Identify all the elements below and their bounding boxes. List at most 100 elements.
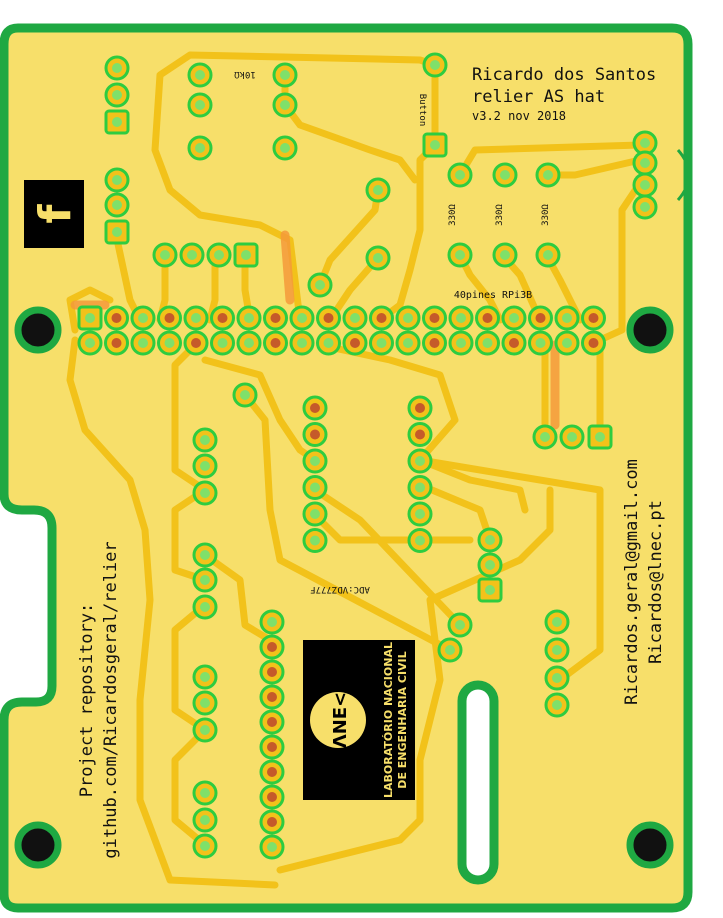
gpio-pin bbox=[183, 305, 209, 331]
header-pin bbox=[152, 242, 178, 268]
gpio-pin bbox=[289, 330, 315, 356]
lnec-logo-icon: ᐱNE< LABORATÓRIO NACIONAL DE ENGENHARIA … bbox=[303, 640, 415, 800]
header-pin bbox=[259, 734, 285, 760]
header-pin bbox=[544, 665, 570, 691]
connector-pin bbox=[632, 172, 658, 198]
pad bbox=[232, 382, 258, 408]
pad bbox=[187, 135, 213, 161]
gpio-pin bbox=[77, 305, 103, 331]
gpio-pin bbox=[157, 305, 182, 331]
gpio-pin bbox=[236, 330, 262, 356]
edge-arc bbox=[676, 149, 691, 201]
header-pin bbox=[192, 690, 218, 716]
adc-pin bbox=[407, 501, 433, 527]
connector-pin bbox=[632, 150, 658, 176]
gpio-pin bbox=[157, 330, 182, 356]
gpio-pin bbox=[263, 330, 288, 356]
gpio-pin bbox=[448, 330, 474, 356]
gpio-pin bbox=[475, 330, 500, 356]
gpio-pin bbox=[581, 330, 606, 356]
header-pin bbox=[206, 242, 232, 268]
gpio-pin bbox=[554, 305, 580, 331]
header-pin bbox=[233, 242, 259, 268]
lnec-mark: ᐱNE< bbox=[330, 692, 351, 748]
gpio-pin bbox=[554, 330, 580, 356]
button-pin bbox=[422, 132, 448, 158]
pad bbox=[447, 612, 473, 638]
gpio-pin bbox=[130, 330, 156, 356]
resistor-pin bbox=[535, 242, 561, 268]
gpio-pin bbox=[501, 330, 527, 356]
author-text: Ricardo dos Santos bbox=[472, 65, 656, 85]
pad bbox=[187, 62, 213, 88]
adc-pin bbox=[302, 422, 328, 447]
header-pin bbox=[192, 453, 218, 479]
gpio-pin bbox=[448, 305, 474, 331]
gpio-pin bbox=[422, 305, 447, 331]
header-pin bbox=[192, 594, 218, 620]
resistor-330-label-2: 330Ω bbox=[495, 204, 505, 226]
gpio-pin bbox=[395, 305, 421, 331]
gpio-pin bbox=[342, 305, 368, 331]
lnec-name-line2: DE ENGENHARIA CIVIL bbox=[396, 651, 409, 788]
resistor-pin bbox=[447, 242, 473, 268]
pad bbox=[477, 577, 503, 603]
gpio-pin bbox=[528, 330, 553, 356]
gpio-pin bbox=[528, 305, 553, 331]
adc-pin bbox=[302, 448, 328, 474]
header-pin bbox=[259, 834, 285, 860]
pad bbox=[307, 272, 333, 298]
pad bbox=[477, 552, 503, 578]
header-pin bbox=[259, 684, 285, 710]
pad bbox=[365, 177, 391, 203]
header-pin bbox=[192, 427, 218, 453]
header-pin bbox=[259, 634, 285, 660]
email-2-text: Ricardos@lnec.pt bbox=[646, 500, 666, 664]
adc-pin bbox=[302, 528, 328, 553]
resistor-pin bbox=[535, 162, 561, 188]
mount-hole-icon bbox=[626, 306, 674, 354]
header-pin bbox=[104, 55, 130, 81]
gpio-pin bbox=[289, 305, 315, 331]
adc-pin bbox=[407, 395, 433, 421]
header-pin bbox=[259, 759, 285, 785]
header-pin bbox=[192, 807, 218, 833]
gpio-pin bbox=[342, 330, 368, 356]
resistor-pin bbox=[447, 162, 473, 188]
gpio-pin bbox=[263, 305, 288, 331]
header-pin bbox=[259, 784, 285, 810]
gpio-pin bbox=[369, 305, 394, 331]
header-pin bbox=[104, 109, 130, 135]
f-logo-icon: f bbox=[24, 180, 84, 248]
header-pin bbox=[192, 833, 218, 859]
adc-pin bbox=[407, 448, 433, 474]
resistor-330-label-1: 330Ω bbox=[448, 204, 458, 226]
header-pin bbox=[192, 542, 218, 568]
gpio-pin bbox=[316, 330, 341, 356]
gpio-header-label: 40pines RPi3B bbox=[454, 290, 532, 301]
header-pin bbox=[192, 664, 218, 690]
gpio-pin bbox=[581, 305, 606, 331]
button-label: Button bbox=[417, 94, 427, 127]
adc-pin bbox=[407, 475, 433, 500]
connector-pin bbox=[632, 194, 658, 220]
pad bbox=[272, 135, 298, 161]
header-pin bbox=[104, 192, 130, 218]
header-pin bbox=[259, 809, 285, 835]
header-pin bbox=[192, 717, 218, 743]
email-1-text: Ricardos.geral@gmail.com bbox=[622, 459, 642, 705]
mount-hole-icon bbox=[14, 306, 62, 354]
version-text: v3.2 nov 2018 bbox=[472, 109, 566, 123]
highlight-traces bbox=[70, 230, 560, 430]
header-pin bbox=[192, 567, 218, 593]
adc-pin bbox=[302, 501, 328, 527]
board-slot bbox=[457, 680, 499, 885]
header-pin bbox=[544, 637, 570, 663]
adc-pin bbox=[407, 528, 433, 553]
pads bbox=[77, 52, 658, 860]
gpio-pin bbox=[130, 305, 156, 331]
resistor-330-label-3: 330Ω bbox=[541, 204, 551, 226]
svg-text:f: f bbox=[30, 204, 81, 224]
button-pin bbox=[422, 52, 448, 78]
